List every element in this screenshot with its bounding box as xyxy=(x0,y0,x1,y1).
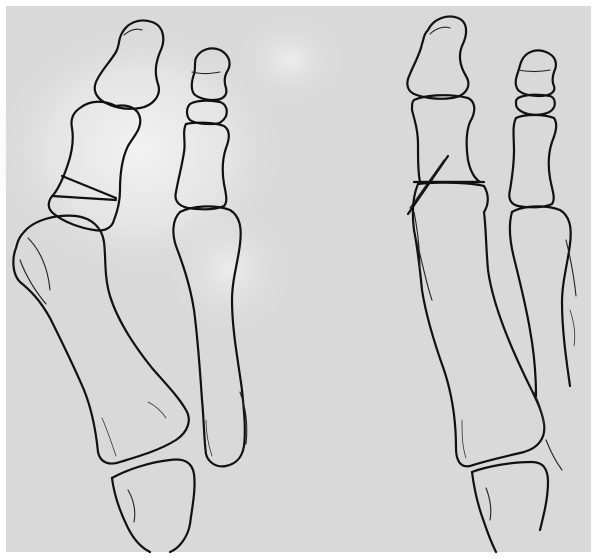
right-hallux-proximal-phalanx xyxy=(412,95,480,182)
right-second-metatarsal-distal xyxy=(546,440,562,470)
left-metatarsal-shading xyxy=(148,402,166,418)
left-metatarsal-head-contour xyxy=(20,260,46,304)
right-second-metatarsal-shaft-line xyxy=(566,240,576,296)
left-cuneiform-detail xyxy=(128,490,135,522)
right-second-distal-detail xyxy=(518,70,550,72)
right-metatarsal-lower-contour xyxy=(416,238,432,300)
right-first-metatarsal xyxy=(413,183,545,467)
right-cuneiform-detail xyxy=(486,488,491,520)
right-hallux-tuft-detail xyxy=(430,27,450,34)
right-second-metatarsal xyxy=(512,206,571,386)
left-cuneiform-lower-edge xyxy=(112,478,150,552)
right-second-middle-phalanx xyxy=(516,95,555,115)
right-second-distal-phalanx xyxy=(516,50,556,96)
right-metatarsal-shading xyxy=(462,420,466,458)
right-second-metatarsal-shading xyxy=(570,310,575,346)
right-second-proximal-phalanx xyxy=(509,115,556,207)
left-metatarsal-shading xyxy=(102,418,116,456)
right-cuneiform-lower-edge xyxy=(472,472,496,552)
right-foot-drawing xyxy=(407,17,576,553)
left-cuneiform xyxy=(112,460,195,552)
paper-glare xyxy=(160,200,300,340)
paper-glare xyxy=(230,10,350,110)
right-second-metatarsal-medial xyxy=(510,212,536,396)
left-second-metatarsal-shading xyxy=(206,420,212,456)
